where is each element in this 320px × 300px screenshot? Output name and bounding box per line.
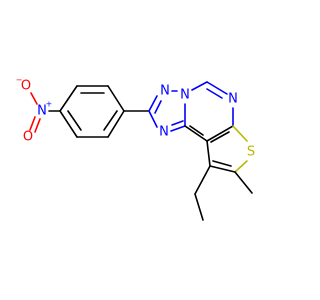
thiophene-ring bbox=[206, 125, 248, 173]
substituents bbox=[194, 165, 253, 221]
bond-th-c8-c9 bbox=[209, 165, 236, 173]
atom-o-nitro-top: O bbox=[21, 79, 31, 94]
bond-pm-c9b-c9a bbox=[184, 125, 208, 142]
triazole-ring bbox=[148, 90, 186, 132]
bond-pm-c6a-c9b bbox=[206, 125, 234, 142]
bond-th-c6a-s bbox=[232, 125, 248, 142]
bond-tz-n4-c9a bbox=[170, 125, 186, 132]
bond-ethyl-1 bbox=[194, 165, 211, 195]
pyrimidine-ring bbox=[184, 81, 234, 142]
bond-th-c6a-c9b-double bbox=[210, 131, 230, 143]
charge-o-nitro-top: − bbox=[16, 76, 23, 85]
bond-nitro-o-bottom-a bbox=[29, 116, 36, 131]
nitro-group bbox=[29, 92, 61, 133]
bond-ph-inner-3 bbox=[67, 110, 82, 131]
bond-th-c9-c9b bbox=[206, 140, 211, 167]
bond-pm-c9b-c9a-double bbox=[189, 125, 204, 136]
atom-o-nitro-bottom: O bbox=[23, 130, 33, 145]
bond-tz-c2-n3 bbox=[148, 95, 158, 112]
molecule-structure: N N N N S N + O − O bbox=[16, 76, 255, 221]
atom-n-nitro: N bbox=[37, 104, 47, 119]
bond-pm-c5-n6-double bbox=[206, 88, 223, 99]
bond-ph-1 bbox=[59, 85, 78, 112]
bond-ph-6 bbox=[59, 110, 78, 138]
bond-ethyl-2 bbox=[194, 193, 204, 221]
bond-th-s-c8 bbox=[234, 160, 248, 173]
bond-pm-n1-c5 bbox=[191, 81, 208, 91]
bond-th-c8-c9-double bbox=[212, 160, 232, 167]
atom-s-thiophene: S bbox=[247, 145, 255, 160]
bond-tz-c2-n3-double bbox=[154, 100, 162, 114]
phenyl-ring bbox=[59, 85, 125, 138]
molecule-canvas: N N N N S N + O − O bbox=[16, 76, 255, 221]
bond-nitro-o-top bbox=[30, 92, 38, 105]
atom-n-triazole-bridge: N bbox=[180, 88, 190, 103]
bond-nitro-o-bottom-b bbox=[34, 118, 41, 133]
atom-n-triazole-bottom: N bbox=[159, 125, 169, 140]
bond-tz-n4-c9a-double bbox=[171, 120, 184, 126]
bond-ph-inner-2 bbox=[103, 110, 118, 131]
bond-pm-c5-n6 bbox=[206, 81, 228, 95]
bond-ph-3 bbox=[107, 85, 125, 112]
bond-methyl bbox=[234, 171, 253, 194]
charge-n-nitro: + bbox=[46, 100, 53, 109]
atom-n-triazole-top: N bbox=[160, 84, 170, 99]
bond-tz-c2-n4 bbox=[148, 110, 158, 128]
bond-ph-4 bbox=[107, 110, 125, 138]
atom-n-pyrimidine: N bbox=[228, 92, 238, 107]
